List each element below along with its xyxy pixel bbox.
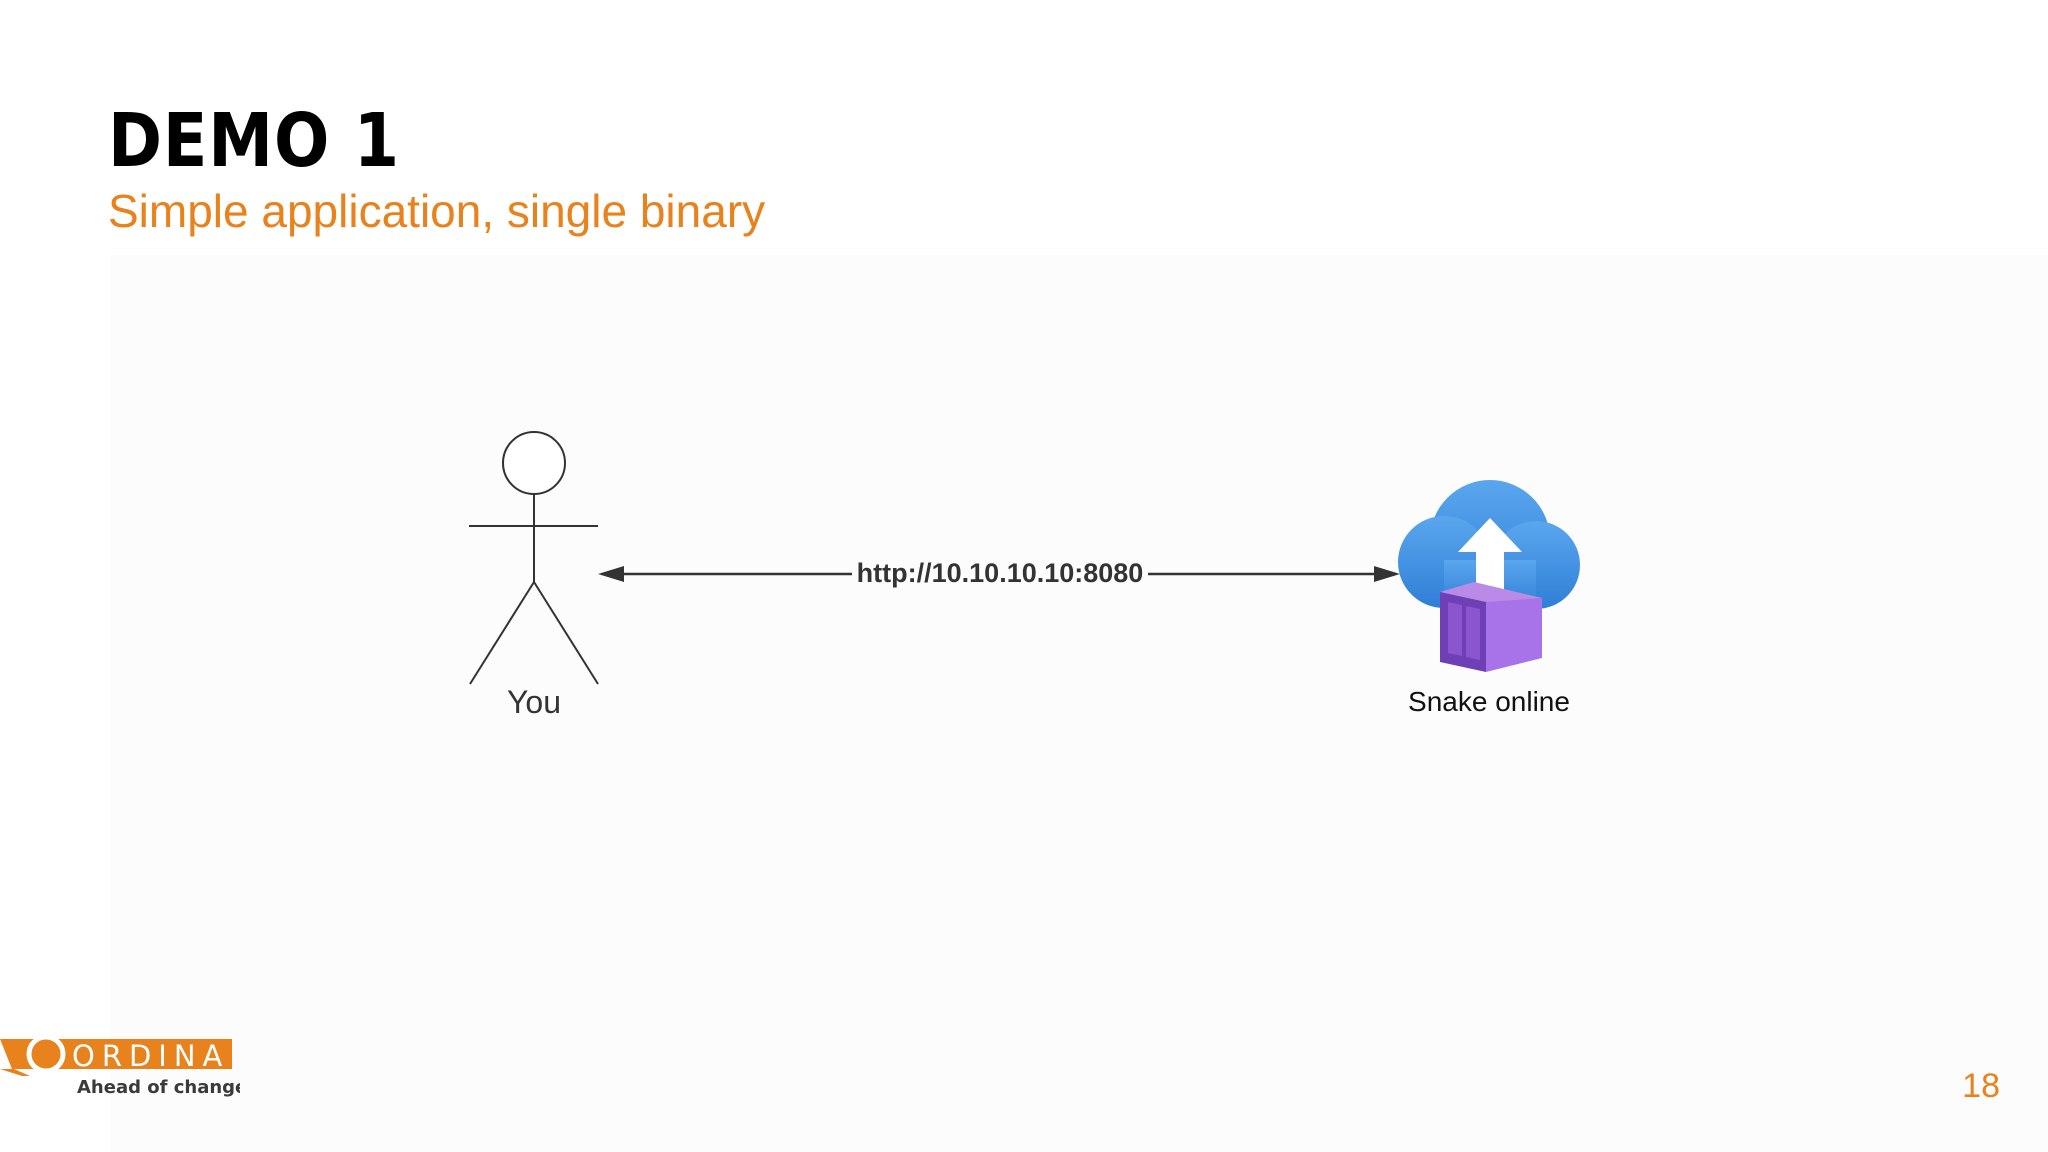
stick-figure-icon (469, 431, 599, 685)
page-number: 18 (1962, 1067, 2000, 1105)
logo-tagline: Ahead of change (77, 1077, 240, 1098)
logo-brand: ORDINA (72, 1039, 229, 1073)
ordina-logo: ORDINA Ahead of change (0, 1034, 240, 1098)
connection-label: http://10.10.10.10:8080 (857, 558, 1144, 588)
slide-title: DEMO 1 (108, 98, 400, 184)
cloud-container-icon (1398, 480, 1580, 672)
service-label: Snake online (1408, 686, 1570, 717)
connection-arrow (598, 566, 1400, 582)
logo-ring (26, 1034, 66, 1074)
diagram-panel (110, 255, 2048, 1152)
actor-label: You (507, 684, 561, 720)
slide-subtitle: Simple application, single binary (108, 185, 766, 237)
